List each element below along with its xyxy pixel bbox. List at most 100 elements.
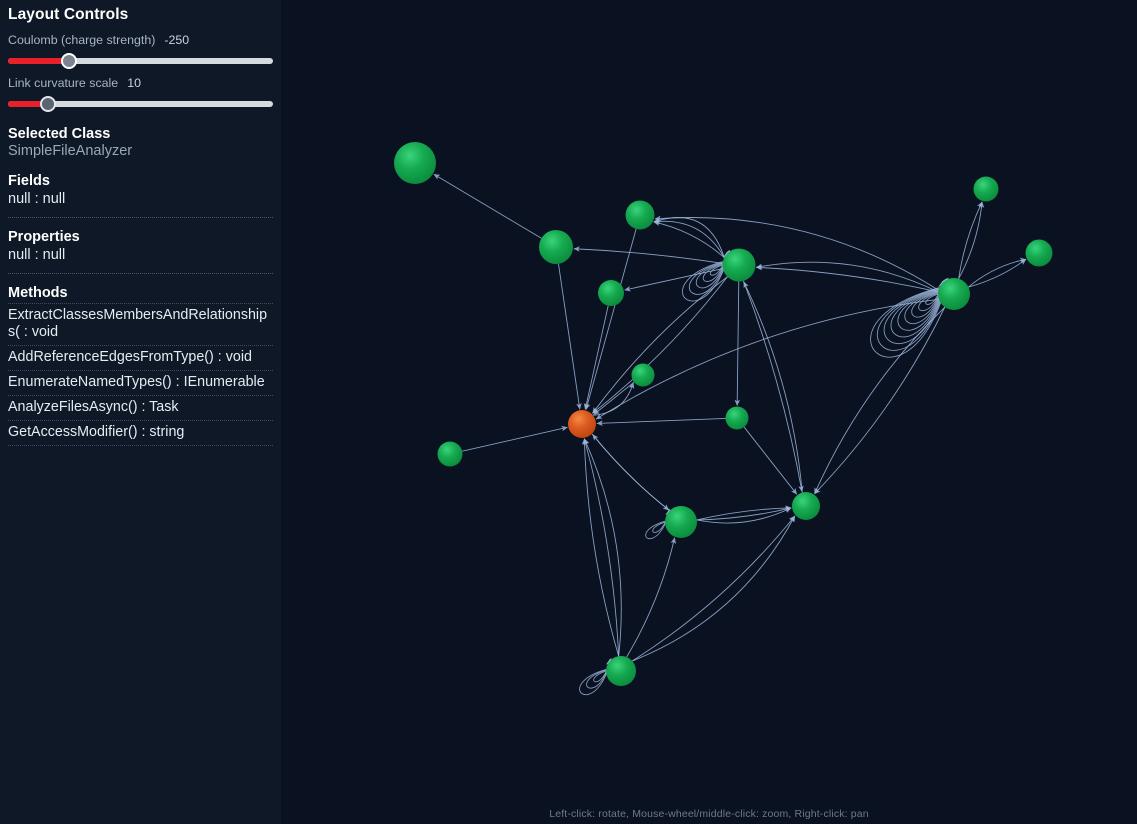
graph-edge (433, 173, 542, 239)
graph-edge (592, 434, 670, 512)
graph-node[interactable] (625, 200, 655, 230)
slider-curvature-track[interactable] (8, 96, 273, 112)
slider-coulomb-label: Coulomb (charge strength) (8, 33, 156, 47)
graph-visualization[interactable] (281, 0, 1137, 824)
graph-edge (654, 215, 939, 291)
graph-edge (596, 417, 726, 426)
graph-edge (583, 438, 622, 657)
slider-curvature-thumb[interactable] (39, 96, 56, 112)
graph-node[interactable] (722, 248, 756, 282)
graph-edge (814, 306, 946, 495)
graph-edge (743, 281, 803, 493)
fields-heading: Fields (8, 173, 50, 189)
graph-edge-self-loop (897, 279, 947, 331)
slider-curvature[interactable]: Link curvature scale 10 (8, 69, 273, 112)
graph-edge (814, 306, 946, 495)
method-item[interactable]: AnalyzeFilesAsync() : Task (8, 396, 273, 421)
page-title: Layout Controls (8, 6, 129, 23)
graph-edge-self-loop (904, 279, 946, 325)
graph-edge-self-loop (688, 250, 731, 295)
fields-divider (8, 217, 273, 218)
graph-edge-self-loop (681, 249, 732, 302)
graph-edges (433, 173, 1027, 696)
graph-node[interactable] (606, 656, 636, 686)
graph-edge (624, 268, 723, 292)
graph-edge (755, 264, 939, 293)
graph-node[interactable] (437, 441, 463, 467)
graph-edge (626, 537, 677, 658)
graph-edge-self-loop (579, 657, 613, 696)
graph-edge (653, 218, 725, 258)
graph-nodes[interactable] (394, 142, 1053, 686)
selected-class-name: SimpleFileAnalyzer (8, 143, 133, 159)
graph-edge (583, 438, 620, 657)
graph-edge (958, 201, 983, 279)
fields-value: null : null (8, 191, 66, 207)
graph-edge (581, 438, 620, 657)
graph-edge (958, 201, 985, 279)
slider-curvature-value: 10 (127, 76, 141, 90)
graph-edge (696, 506, 792, 521)
graph-node[interactable] (1025, 239, 1053, 267)
graph-node-selected[interactable] (568, 410, 596, 438)
graph-edge (696, 505, 792, 521)
methods-list: ExtractClassesMembersAndRelationships( :… (8, 303, 273, 446)
graph-edge (743, 426, 798, 495)
graph-edge (584, 228, 637, 411)
graph-edge (631, 515, 796, 662)
graph-edge-self-loop (586, 658, 612, 689)
graph-edge-self-loop (883, 278, 948, 345)
graph-node[interactable] (792, 492, 820, 520)
graph-edge (592, 276, 728, 414)
properties-divider (8, 273, 273, 274)
graph-edge (558, 263, 582, 410)
graph-edge (742, 280, 804, 493)
slider-coulomb-fill (8, 58, 69, 64)
graph-edge (734, 281, 741, 407)
method-item[interactable]: AddReferenceEdgesFromType() : void (8, 346, 273, 371)
graph-node[interactable] (938, 278, 970, 310)
graph-node[interactable] (665, 506, 697, 538)
graph-edge (632, 515, 796, 662)
method-item[interactable]: ExtractClassesMembersAndRelationships( :… (8, 303, 273, 346)
slider-curvature-label: Link curvature scale (8, 76, 119, 90)
graph-edge (573, 246, 723, 264)
graph-canvas[interactable]: Left-click: rotate, Mouse-wheel/middle-c… (281, 0, 1137, 824)
graph-edge (462, 425, 568, 452)
method-item[interactable]: GetAccessModifier() : string (8, 421, 273, 446)
graph-node[interactable] (539, 230, 573, 264)
slider-curvature-rail (8, 101, 273, 107)
graph-edge (696, 507, 792, 524)
graph-edge (653, 220, 725, 258)
slider-coulomb-label-row: Coulomb (charge strength) -250 (8, 33, 273, 53)
method-item[interactable]: EnumerateNamedTypes() : IEnumerable (8, 371, 273, 396)
graph-edge-self-loop (890, 278, 948, 338)
layout-controls-sidebar: Layout Controls Coulomb (charge strength… (0, 0, 281, 824)
slider-curvature-fill (8, 101, 48, 107)
graph-edge (968, 258, 1027, 288)
slider-coulomb[interactable]: Coulomb (charge strength) -250 (8, 26, 273, 69)
slider-coulomb-track[interactable] (8, 53, 273, 69)
graph-edge (583, 305, 609, 410)
graph-node[interactable] (631, 363, 655, 387)
slider-coulomb-rail (8, 58, 273, 64)
graph-node[interactable] (725, 406, 749, 430)
properties-value: null : null (8, 247, 66, 263)
properties-heading: Properties (8, 229, 80, 245)
graph-node[interactable] (598, 280, 624, 306)
selected-class-heading: Selected Class (8, 126, 111, 142)
graph-edge (592, 276, 728, 414)
graph-edge (968, 257, 1027, 288)
graph-edge (591, 433, 670, 511)
slider-curvature-label-row: Link curvature scale 10 (8, 76, 273, 96)
graph-node[interactable] (394, 142, 436, 184)
graph-edge (595, 298, 939, 420)
slider-coulomb-value: -250 (164, 33, 190, 47)
slider-coulomb-thumb[interactable] (60, 53, 77, 69)
graph-edge (755, 261, 939, 293)
graph-edge-self-loop (695, 250, 730, 289)
graph-node[interactable] (973, 176, 999, 202)
graph-edge (653, 217, 725, 258)
methods-heading: Methods (8, 285, 68, 301)
